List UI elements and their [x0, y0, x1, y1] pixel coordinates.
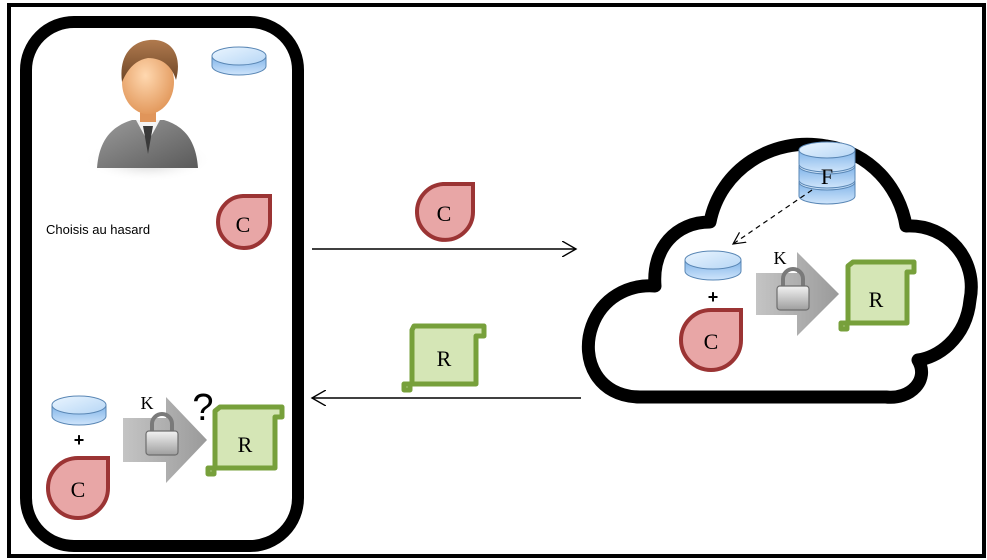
- returned-response-letter: R: [437, 346, 452, 371]
- cloud-padlock-icon: [776, 267, 810, 311]
- cloud-database-icon-sample: [684, 250, 742, 281]
- cloud-response-letter: R: [869, 287, 884, 312]
- cloud-response-scroll: R: [838, 259, 917, 332]
- returned-response-scroll: R: [401, 323, 487, 393]
- selection-dashed-arrow: [733, 189, 813, 244]
- client-plus-sign: +: [74, 430, 85, 450]
- client-response-letter: R: [238, 432, 253, 457]
- person-icon: [84, 39, 212, 182]
- client-bottom-challenge-letter: C: [71, 477, 86, 502]
- cloud-challenge-drop: C: [679, 308, 743, 372]
- sent-challenge-letter: C: [437, 201, 452, 226]
- client-database-icon-top: [211, 46, 267, 76]
- cloud-plus-sign: +: [708, 287, 719, 307]
- cloud-database-icon-file: F: [798, 141, 856, 205]
- choice-label: Choisis au hasard: [46, 222, 150, 237]
- question-mark: ?: [192, 387, 213, 429]
- cloud-challenge-letter: C: [704, 329, 719, 354]
- client-key-letter: K: [141, 393, 154, 413]
- client-padlock-icon: [145, 412, 179, 456]
- cloud-file-letter: F: [821, 164, 833, 189]
- client-challenge-drop: C: [216, 194, 272, 250]
- client-bottom-challenge-drop: C: [46, 456, 110, 520]
- client-database-icon-bottom: [51, 395, 107, 426]
- sent-challenge-drop: C: [415, 182, 475, 242]
- cloud-key-letter: K: [774, 248, 787, 268]
- client-response-scroll: R: [205, 404, 285, 477]
- client-challenge-letter: C: [236, 212, 251, 237]
